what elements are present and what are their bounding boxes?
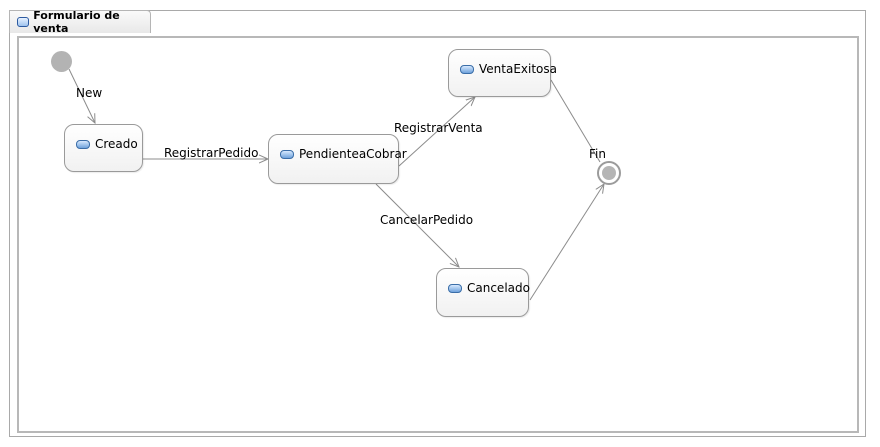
state-icon (448, 284, 462, 293)
state-creado[interactable]: Creado (64, 124, 143, 172)
initial-state[interactable] (51, 51, 72, 72)
label-registrar-venta: RegistrarVenta (394, 121, 483, 135)
tab-label: Formulario de venta (33, 9, 120, 35)
state-icon (76, 140, 90, 149)
state-pendienteacobrar[interactable]: PendienteaCobrar (268, 134, 407, 184)
state-label: Cancelado (467, 281, 530, 295)
tab-formulario-de-venta[interactable]: Formulario de venta (9, 9, 151, 35)
state-icon (280, 150, 294, 159)
label-cancelar-pedido: CancelarPedido (380, 213, 474, 227)
state-icon (460, 65, 474, 74)
label-registrar-pedido: RegistrarPedido (164, 146, 259, 160)
state-cancelado[interactable]: Cancelado (436, 268, 530, 317)
state-label: VentaExitosa (479, 62, 557, 76)
diagram-canvas[interactable] (17, 36, 859, 433)
state-ventaexitosa[interactable]: VentaExitosa (448, 49, 557, 97)
statemachine-icon (17, 17, 30, 27)
label-new: New (76, 86, 103, 100)
final-state[interactable] (597, 161, 621, 185)
state-label: PendienteaCobrar (299, 147, 407, 161)
label-fin: Fin (589, 147, 606, 161)
state-label: Creado (95, 137, 138, 151)
